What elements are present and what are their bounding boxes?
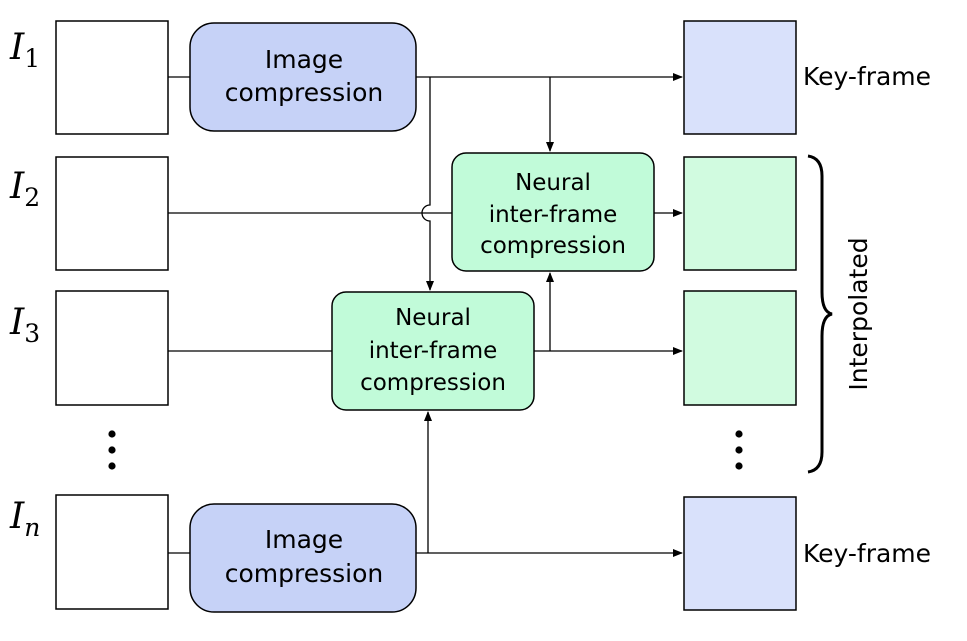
inter-frame-lower-line2: inter-frame xyxy=(369,338,498,364)
output-interpolated-3 xyxy=(683,290,797,406)
output-ellipsis xyxy=(735,430,743,470)
image-compression-top-line2: compression xyxy=(225,78,384,107)
image-compression-bottom: Image compression xyxy=(189,503,417,613)
input-frame-2 xyxy=(55,156,169,271)
image-compression-bottom-line1: Image xyxy=(265,525,343,554)
inter-frame-compression-upper: Neural inter-frame compression xyxy=(451,152,655,272)
frame-label-i3: I3 xyxy=(9,302,40,348)
input-frame-3 xyxy=(55,290,169,406)
inter-frame-upper-line3: compression xyxy=(480,233,626,259)
image-compression-top: Image compression xyxy=(189,22,417,132)
image-compression-top-line1: Image xyxy=(265,45,343,74)
inter-frame-compression-lower: Neural inter-frame compression xyxy=(331,291,535,411)
output-keyframe-top xyxy=(683,20,797,135)
connector-keyframe-top-to-lower-inter xyxy=(421,77,434,291)
image-compression-bottom-line2: compression xyxy=(225,559,384,588)
frame-label-in: In xyxy=(9,496,40,542)
keyframe-label-bottom: Key-frame xyxy=(803,539,931,568)
interpolated-brace xyxy=(807,154,833,474)
output-frames xyxy=(683,20,797,611)
interpolated-label: Interpolated xyxy=(844,237,873,390)
input-ellipsis xyxy=(108,430,116,470)
connectors xyxy=(168,73,683,557)
keyframe-label-top: Key-frame xyxy=(803,62,931,91)
inter-frame-lower-line3: compression xyxy=(360,370,506,396)
input-frame-n xyxy=(55,494,169,610)
frame-label-i2: I2 xyxy=(9,166,40,212)
inter-frame-upper-line2: inter-frame xyxy=(489,202,618,228)
output-keyframe-bottom xyxy=(683,496,797,611)
input-frame-1 xyxy=(55,20,169,135)
frame-label-i1: I1 xyxy=(9,27,40,73)
input-frames xyxy=(55,20,169,610)
inter-frame-upper-line1: Neural xyxy=(515,170,591,196)
inter-frame-lower-line1: Neural xyxy=(395,305,471,331)
output-interpolated-2 xyxy=(683,156,797,271)
